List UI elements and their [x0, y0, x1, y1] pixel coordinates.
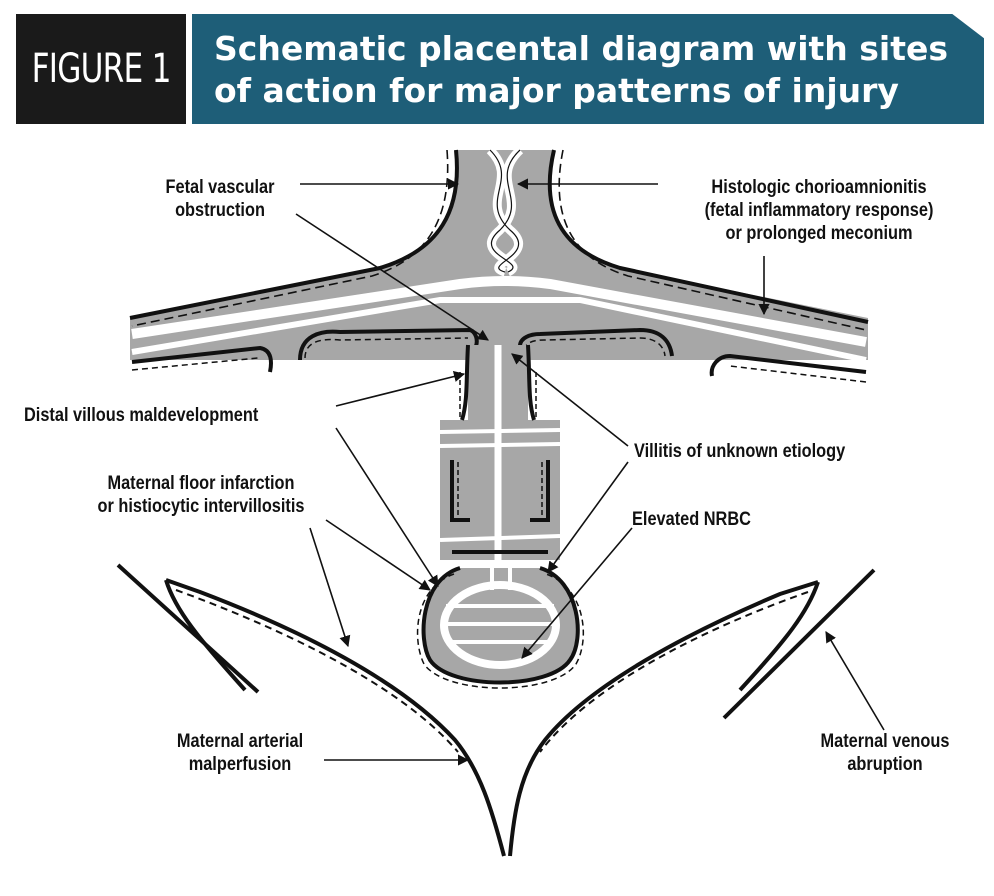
- leader-lines: [295, 178, 885, 766]
- figure-title: Schematic placental diagram with sites o…: [214, 29, 949, 110]
- label-elevated-nrbc: Elevated NRBC: [632, 509, 751, 530]
- label-histologic-chorioamnionitis: Histologic chorioamnionitis (fetal infla…: [704, 177, 934, 244]
- label-villitis-unknown-etiology: Villitis of unknown etiology: [634, 441, 846, 462]
- maternal-decidua: [116, 563, 876, 857]
- figure-number: FIGURE 1: [31, 46, 171, 92]
- label-maternal-floor-infarction: Maternal floor infarction or histiocytic…: [97, 473, 305, 517]
- terminal-villus: [416, 560, 585, 689]
- label-maternal-venous-abruption: Maternal venous abruption: [820, 731, 950, 775]
- label-fetal-vascular-obstruction: Fetal vascular obstruction: [165, 177, 275, 221]
- label-distal-villous-maldevelopment: Distal villous maldevelopment: [24, 405, 259, 426]
- label-maternal-arterial-malperfusion: Maternal arterial malperfusion: [176, 731, 304, 775]
- stem-villus: [439, 344, 561, 560]
- figure-number-box: FIGURE 1: [16, 14, 186, 124]
- figure-title-box: Schematic placental diagram with sites o…: [192, 14, 984, 124]
